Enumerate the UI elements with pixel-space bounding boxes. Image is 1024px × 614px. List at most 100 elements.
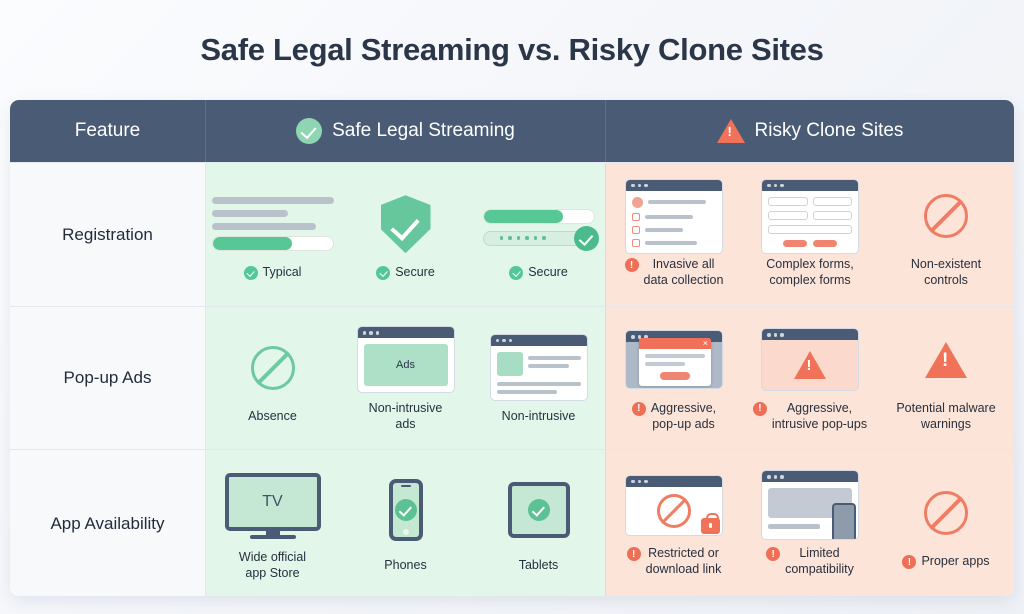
list-item: Aggressive, pop-up ads [606,324,742,432]
item-caption: Typical [243,265,302,281]
browser-warning-triangle-icon [761,324,859,396]
caption-line: Invasive all [652,257,715,272]
list-item: Invasive all data collection [606,178,742,288]
lock-icon [701,512,720,534]
check-circle-icon [296,118,323,144]
progress-bar [211,236,334,252]
caption-text: Phones [384,557,427,572]
list-item: Restricted or download link [606,469,742,577]
item-caption: Wide official app Store [239,550,306,581]
item-caption: Tablets [519,558,559,574]
list-item: Secure [339,188,472,281]
phone-check-icon [388,474,423,546]
safe-cell-app-availability: TV Wide official app Store [205,450,605,596]
header-feature-label: Feature [74,120,141,141]
caption-text: Aggressive, pop-up ads [651,401,716,432]
item-caption: Non-existent controls [911,257,981,288]
caption-line: Aggressive, [786,400,853,415]
list-item: TV Wide official app Store [206,466,339,581]
progress-fill [212,237,292,251]
shield-check-icon [380,188,431,260]
item-caption: Non-intrusive ads [369,401,443,432]
list-item: Tablets [472,474,605,574]
caption-line: intrusive pop-ups [771,416,868,431]
tablet-check-icon [507,474,570,546]
caption-text: Tablets [518,557,559,572]
page-title: Safe Legal Streaming vs. Risky Clone Sit… [200,32,824,67]
caption-text: Secure [528,265,568,280]
check-circle-icon [509,266,524,281]
caption-line: Non-intrusive [368,400,443,415]
table-header-row: Feature Safe Legal Streaming Risky Clone… [10,100,1014,162]
caption-text: Typical [262,265,302,280]
alert-circle-icon [766,547,781,562]
alert-circle-icon [902,555,917,570]
popup-close-icon [639,338,711,350]
check-circle-icon [527,498,550,521]
caption-line: controls [924,273,968,287]
item-caption: Secure [509,265,568,281]
caption-line: Wide official [238,549,307,564]
list-item: Phones [339,474,472,574]
caption-line: data collection [643,273,724,287]
caption-text: Proper apps [921,554,990,569]
form-line [211,223,317,231]
caption-line: complex forms [769,273,851,287]
table-row: Registration [10,162,1014,306]
ads-placeholder-label: Ads [363,344,448,387]
check-circle-icon [573,225,599,251]
caption-line: app Store [245,565,300,580]
caption-line: Potential malware [896,400,996,415]
list-item: Secure [472,188,605,281]
alert-circle-icon [626,547,641,562]
progress-bar [482,208,595,224]
caption-line: Restricted or [648,546,719,561]
list-item: Potential malware warnings [878,324,1014,432]
caption-text: Non-intrusive [501,408,576,423]
caption-text: Limited compatibility [785,546,854,577]
password-field-verified-icon [482,188,599,260]
item-caption: Non-intrusive [502,409,576,425]
popup-window [639,338,711,387]
feature-label-app-availability: App Availability [10,450,205,596]
table-row: Pop-up Ads Absence [10,306,1014,449]
item-caption: Complex forms, complex forms [766,257,854,288]
list-item: Complex forms, complex forms [742,178,878,288]
caption-line: Limited [799,546,840,561]
alert-circle-icon [624,258,639,273]
list-item: Aggressive, intrusive pop-ups [742,324,878,432]
caption-line: pop-up ads [652,416,715,431]
caption-text: Non-existent controls [911,257,981,288]
caption-text: Complex forms, complex forms [766,257,854,288]
caption-line: Non-existent [910,257,982,272]
item-caption: Phones [384,558,426,574]
caption-text: Secure [395,265,435,280]
feature-label-popup-ads: Pop-up Ads [10,307,205,449]
comparison-table: Feature Safe Legal Streaming Risky Clone… [10,100,1014,596]
list-item: Non-existent controls [878,180,1014,288]
ban-icon [924,180,968,252]
progress-fill [483,209,563,223]
browser-complex-form-icon [761,178,859,254]
check-circle-icon [376,266,391,281]
mobile-device-icon [832,503,856,540]
browser-with-popup-icon [625,324,723,396]
header-risky-label: Risky Clone Sites [754,120,904,141]
browser-blocked-lock-icon [625,469,723,541]
alert-circle-icon [631,401,646,416]
tv-label: TV [262,492,283,510]
caption-line: compatibility [785,562,854,576]
alert-circle-icon [752,401,767,416]
safe-cell-registration: Typical Secure [205,163,605,306]
warning-triangle-icon [716,119,745,143]
caption-line: warnings [920,416,971,431]
tv-icon: TV [224,466,321,539]
safe-cell-popup-ads: Absence Ads [205,307,605,449]
caption-line: Aggressive, [650,400,717,415]
item-caption: Limited compatibility [766,546,854,577]
header-cell-safe: Safe Legal Streaming [205,100,605,162]
item-caption: Aggressive, pop-up ads [631,401,716,432]
item-caption: Aggressive, intrusive pop-ups [752,400,868,432]
item-caption: Absence [248,409,297,425]
